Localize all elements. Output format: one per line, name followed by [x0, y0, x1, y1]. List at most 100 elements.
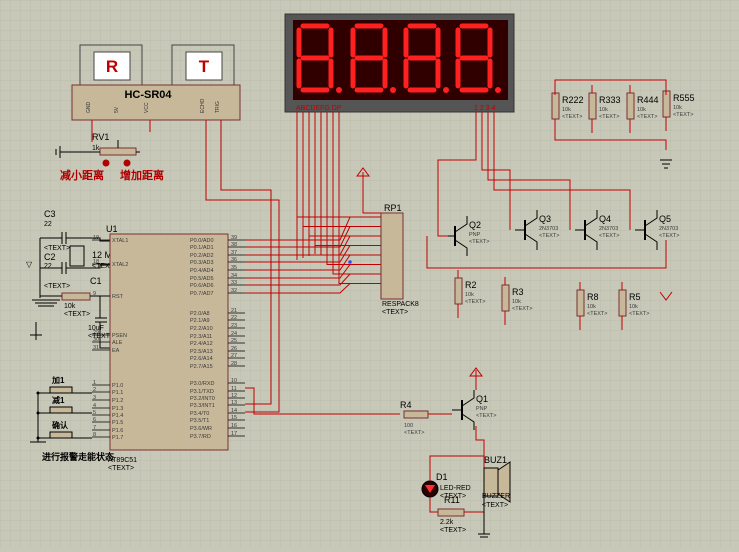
digit-dp [390, 87, 396, 93]
mcu-pin-name: XTAL1 [112, 238, 128, 244]
key-button[interactable] [49, 406, 73, 414]
key-switch[interactable]: 确认 [36, 420, 93, 440]
buzzer-ref: BUZ1 [484, 455, 507, 465]
r11-body [437, 508, 465, 517]
mcu-pin-name: ALE [112, 340, 123, 346]
mcu-pin-name: P2.0/A8 [190, 311, 210, 317]
mcu-pin-number: 19 [93, 235, 99, 241]
mcu-pin-number: 21 [231, 308, 237, 314]
mcu-pin-number: 13 [231, 400, 237, 406]
buzzer-ground-icon [478, 496, 490, 538]
mcu-pin-number: 15 [231, 415, 237, 421]
resistor-text: <TEXT> [637, 114, 657, 120]
resistor-text: <TEXT> [404, 430, 424, 436]
mcu-pin-number: 11 [231, 386, 237, 392]
mcu-pin-number: 10 [231, 378, 237, 384]
mcu-pin-number: 22 [231, 315, 237, 321]
transistor-leads [454, 216, 468, 256]
resistor-value: 10k [629, 304, 638, 310]
resistor-text: <TEXT> [599, 114, 619, 120]
rv1-increase-dot[interactable] [123, 159, 131, 167]
key-switch[interactable]: 减1 [36, 395, 93, 415]
led-d1[interactable]: D1 LED-RED <TEXT> R11 2.2k <TEXT> [421, 455, 485, 534]
mcu-pin-name: P3.2/INT0 [190, 396, 215, 402]
p0-wire [245, 283, 381, 294]
wire-echo [205, 120, 280, 413]
rv1-potentiometer[interactable]: RV1 1k 减小距离 增加距离 [55, 132, 164, 182]
wire-digit2 [481, 112, 511, 230]
mcu-pin-name: P0.4/AD4 [190, 268, 214, 274]
rp1-text: <TEXT> [382, 309, 408, 316]
mcu-pin-name: P0.3/AD3 [190, 260, 214, 266]
c1-value: 10uF [88, 325, 104, 332]
p0-wire [245, 254, 381, 271]
key-label: 加1 [51, 375, 65, 385]
transistor-part: PNP [469, 232, 481, 238]
digit-dp [495, 87, 501, 93]
mcu-pin-number: 7 [93, 425, 96, 431]
wire-buzzer-ctrl [245, 387, 400, 415]
r11-value: 2.2k [440, 519, 454, 526]
mcu-pin-number: 30 [93, 337, 99, 343]
mcu-pin-number: 8 [93, 432, 96, 438]
mcu-pin-name: P1.5 [112, 420, 123, 426]
mcu-right-pins: 39P0.0/AD038P0.1/AD137P0.2/AD236P0.3/AD3… [190, 235, 245, 440]
rv1-decrease-dot[interactable] [102, 159, 110, 167]
key-button[interactable] [49, 386, 73, 394]
resistor-ref: R222 [562, 95, 584, 105]
sensor-pin-label: GND [86, 102, 92, 114]
resistor-body [588, 92, 597, 120]
seven-segment-display[interactable]: 8.8.8.8. ABCDEFG DP 1 2 3 4 [284, 13, 515, 113]
p0-wire [245, 273, 381, 286]
mcu-pin-name: XTAL2 [112, 262, 128, 268]
mcu-pin-name: P3.6/WR [190, 426, 212, 432]
sensor-name: HC-SR04 [124, 89, 172, 101]
pullup-wires [554, 79, 667, 150]
mcu-pin-number: 33 [231, 280, 237, 286]
buzzer-part: BUZZER [482, 493, 510, 500]
buzzer-text: <TEXT> [482, 502, 508, 509]
mcu-pin-number: 5 [93, 410, 96, 416]
mcu-pin-number: 35 [231, 265, 237, 271]
rp1-resistor-pack[interactable]: RP1 RESPACK8 <TEXT> [356, 167, 419, 316]
mcu-pin-number: 23 [231, 323, 237, 329]
key-button[interactable] [49, 431, 73, 439]
wire-q1 [475, 370, 485, 470]
resistors[interactable]: R22210k<TEXT>R33310k<TEXT>R44410k<TEXT>R… [400, 83, 695, 436]
wire-digit3 [487, 112, 571, 230]
r1-body [61, 292, 91, 301]
transistor-leads [461, 390, 475, 430]
reset-wire-vert [30, 322, 42, 340]
oscillator-section[interactable]: C3 22 <TEXT> C2 22 <TEXT> 12 MHZ <TEXT> … [26, 209, 130, 349]
transistor-leads [584, 210, 598, 250]
rp1-ref: RP1 [384, 203, 402, 213]
c3-ref: C3 [44, 209, 56, 219]
mcu-pin-number: 4 [93, 403, 96, 409]
c1-ref: C1 [90, 276, 102, 286]
keypad[interactable]: 加1 减1 确认 [30, 375, 93, 443]
key-label: 确认 [52, 420, 69, 430]
mcu-pin-name: P2.1/A9 [190, 318, 210, 324]
increase-distance-label: 增加距离 [120, 168, 164, 182]
resistor-body [576, 289, 585, 317]
buzzer-buz1[interactable]: BUZ1 BUZZER <TEXT> [478, 455, 511, 538]
